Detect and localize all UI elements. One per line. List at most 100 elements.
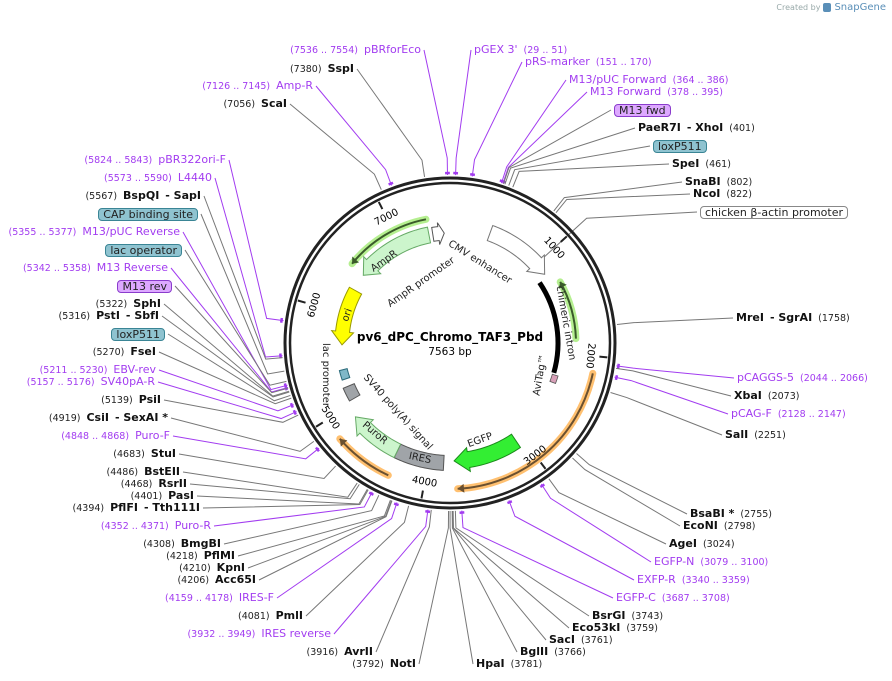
enzyme-site-label[interactable]: HpaI(3781): [476, 658, 542, 671]
primer-label[interactable]: (5573 .. 5590)L4440: [104, 172, 212, 185]
site-name: RsrII: [158, 477, 187, 490]
enzyme-site-label[interactable]: (4081)PmlI: [238, 610, 303, 623]
feature-label[interactable]: loxP511: [653, 140, 707, 153]
enzyme-site-label[interactable]: (4919)CsiI- SexAI *: [49, 411, 168, 425]
site-name: SphI: [133, 297, 161, 310]
connector-line: [616, 317, 734, 326]
primer-label[interactable]: (5157 .. 5176)SV40pA-R: [27, 376, 155, 389]
connector-line: [471, 61, 523, 177]
enzyme-site-label[interactable]: (4210)KpnI: [179, 562, 245, 575]
site-name: PsiI: [138, 393, 161, 406]
enzyme-site-label[interactable]: (3792)NotI: [352, 658, 416, 671]
enzyme-site-label[interactable]: (5270)FseI: [93, 346, 156, 359]
primer-site-mark: [539, 483, 546, 489]
primer-label[interactable]: (4352 .. 4371)Puro-R: [101, 520, 211, 533]
primer-label[interactable]: EGFP-C(3687 .. 3708): [616, 592, 730, 605]
site-location: (802): [726, 177, 753, 188]
primer-label[interactable]: EGFP-N(3079 .. 3100): [654, 556, 768, 569]
site-name: Amp-R: [276, 79, 313, 92]
site-location: (7380): [289, 64, 322, 75]
enzyme-site-label[interactable]: SacI(3761): [549, 634, 613, 647]
enzyme-site-label[interactable]: PaeR7I- XhoI(401): [638, 121, 755, 135]
site-location: (2798): [723, 521, 756, 532]
primer-label[interactable]: pCAG-F(2128 .. 2147): [731, 408, 846, 421]
feature-lacp-label: lac promoter: [320, 343, 331, 408]
enzyme-site-label[interactable]: MreI- SgrAI(1758): [736, 312, 850, 325]
orf-arc-arrowhead: [558, 281, 567, 292]
connector-line: [196, 488, 368, 505]
primer-label[interactable]: (5342 .. 5358)M13 Reverse: [23, 262, 168, 275]
primer-label[interactable]: EXFP-R(3340 .. 3359): [637, 574, 750, 587]
enzyme-site-label[interactable]: BsrGI(3743): [592, 610, 663, 623]
primer-label[interactable]: (3932 .. 3949)IRES reverse: [187, 628, 331, 641]
enzyme-site-label[interactable]: (4468)RsrII: [121, 477, 187, 491]
primer-label[interactable]: (5824 .. 5843)pBR322ori-F: [84, 154, 226, 167]
enzyme-site-label[interactable]: Eco53kI(3759): [572, 622, 658, 635]
primer-site-mark: [470, 172, 476, 177]
primer-label[interactable]: pCAGGS-5(2044 .. 2066): [737, 372, 868, 385]
enzyme-site-label[interactable]: BsaBI *(2755): [690, 508, 772, 521]
enzyme-site-label[interactable]: (7056)ScaI: [223, 98, 287, 111]
enzyme-site-label[interactable]: (4394)PflFI- Tth111I: [73, 502, 200, 515]
enzyme-site-label[interactable]: (4206)Acc65I: [177, 574, 256, 587]
egfp-arrow: [453, 433, 522, 473]
primer-label[interactable]: (5355 .. 5377)M13/pUC Reverse: [9, 226, 180, 239]
site-name: PstI: [96, 309, 120, 322]
tick-mark: [560, 235, 568, 243]
site-location: (3916): [306, 647, 339, 658]
connector-line: [610, 392, 723, 436]
site-name: PaeR7I: [638, 121, 681, 134]
connector-line: [167, 333, 291, 402]
connector-line: [614, 376, 729, 415]
enzyme-site-label[interactable]: SpeI(461): [672, 158, 731, 171]
primer-label[interactable]: M13/pUC Forward(364 .. 386): [569, 74, 728, 87]
primer-label[interactable]: (4848 .. 4868)Puro-F: [61, 430, 170, 443]
connector-line: [616, 365, 735, 379]
enzyme-site-label[interactable]: (5316)PstI- SbfI: [59, 309, 159, 323]
enzyme-site-label[interactable]: AgeI(3024): [669, 538, 735, 551]
feature-label[interactable]: M13 rev: [117, 280, 172, 293]
enzyme-site-label[interactable]: (4683)StuI: [113, 448, 176, 461]
connector-line: [548, 478, 667, 545]
enzyme-site-label[interactable]: SnaBI(802): [685, 176, 753, 189]
enzyme-site-label[interactable]: XbaI(2073): [734, 390, 799, 403]
enzyme-site-label[interactable]: (4401)PasI: [131, 490, 194, 503]
plasmid-length: 7563 bp: [428, 346, 472, 358]
site-name: PflMI: [203, 549, 235, 562]
primer-label[interactable]: (5211 .. 5230)EBV-rev: [40, 364, 156, 377]
enzyme-site-label[interactable]: NcoI(822): [693, 188, 752, 201]
brand-name: SnapGene: [834, 2, 886, 13]
enzyme-site-label[interactable]: (5567)BspQI- SapI: [85, 189, 201, 203]
site-location: (7056): [223, 99, 256, 110]
site-name-alt: - SapI: [165, 189, 201, 202]
enzyme-site-label[interactable]: (4308)BmgBI: [143, 538, 221, 551]
primer-label[interactable]: M13 Forward(378 .. 395): [590, 86, 723, 99]
primer-label[interactable]: (4159 .. 4178)IRES-F: [165, 592, 274, 605]
enzyme-site-label[interactable]: SalI(2251): [725, 429, 786, 442]
enzyme-site-label[interactable]: (7380)SspI: [289, 63, 354, 76]
feature-label[interactable]: chicken β-actin promoter: [700, 206, 848, 219]
enzyme-site-label[interactable]: (5322)SphI: [96, 297, 161, 311]
site-location: (3024): [702, 539, 735, 550]
enzyme-site-label[interactable]: (4486)BstEII: [107, 466, 180, 479]
primer-label[interactable]: pGEX 3'(29 .. 51): [474, 44, 567, 57]
enzyme-site-label[interactable]: (4218)PflMI: [166, 549, 235, 563]
feature-label[interactable]: M13 fwd: [614, 104, 671, 117]
primer-label[interactable]: (7536 .. 7554)pBRforEco: [290, 44, 421, 57]
created-by-text: Created by: [776, 3, 821, 12]
primer-label[interactable]: (7126 .. 7145)Amp-R: [202, 79, 313, 93]
feature-label[interactable]: loxP511: [111, 328, 165, 341]
enzyme-site-label[interactable]: (5139) PsiI: [101, 393, 161, 407]
primer-label[interactable]: pRS-marker(151 .. 170): [525, 56, 652, 69]
site-location: (5139): [101, 395, 133, 406]
enzyme-site-label[interactable]: EcoNI(2798): [683, 520, 756, 533]
enzyme-site-label[interactable]: (3916)AvrII: [306, 646, 374, 659]
lac-operator-box: [338, 368, 351, 381]
site-name: CsiI: [86, 411, 109, 424]
enzyme-site-label[interactable]: BglII(3766): [520, 646, 586, 659]
connector-line: [184, 249, 287, 386]
feature-label[interactable]: CAP binding site: [98, 208, 198, 221]
snapgene-branding: Created by SnapGene: [776, 2, 886, 13]
cmv-enhancer-arrow: [486, 224, 546, 275]
feature-label[interactable]: lac operator: [105, 244, 182, 257]
